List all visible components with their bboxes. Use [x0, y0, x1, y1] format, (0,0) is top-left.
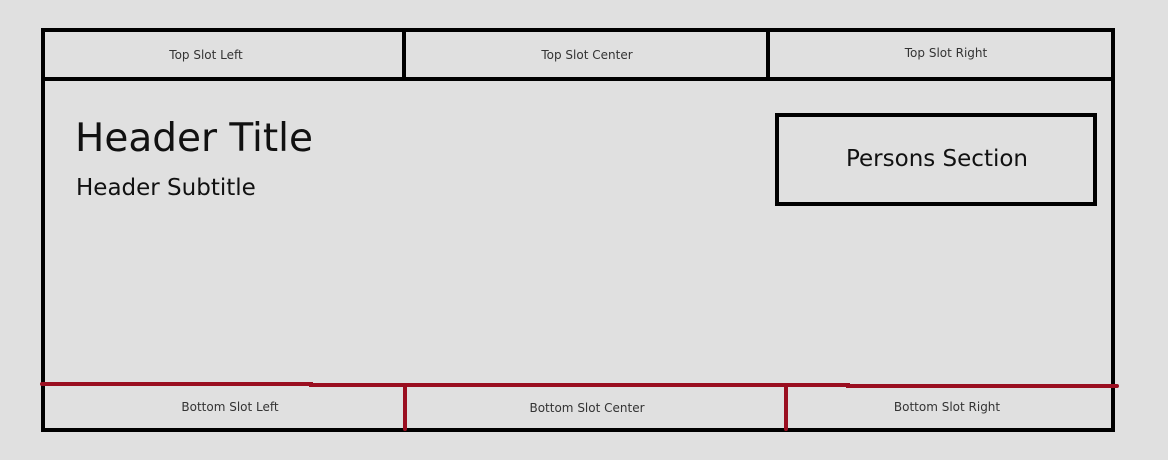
header-title: Header Title: [75, 116, 313, 161]
bottom-slot-center: Bottom Slot Center: [529, 401, 645, 415]
top-slot-left: Top Slot Left: [169, 48, 243, 62]
persons-section-box: [775, 113, 1097, 206]
bottom-slot-right: Bottom Slot Right: [893, 400, 1001, 414]
outer-frame: [41, 28, 1115, 432]
bottom-row-divider: [40, 382, 1119, 388]
top-slot-right: Top Slot Right: [904, 46, 988, 60]
top-slot-center: Top Slot Center: [541, 48, 633, 62]
header-subtitle: Header Subtitle: [76, 175, 256, 201]
bottom-slot-left: Bottom Slot Left: [181, 400, 279, 414]
persons-section-label: Persons Section: [845, 146, 1029, 172]
